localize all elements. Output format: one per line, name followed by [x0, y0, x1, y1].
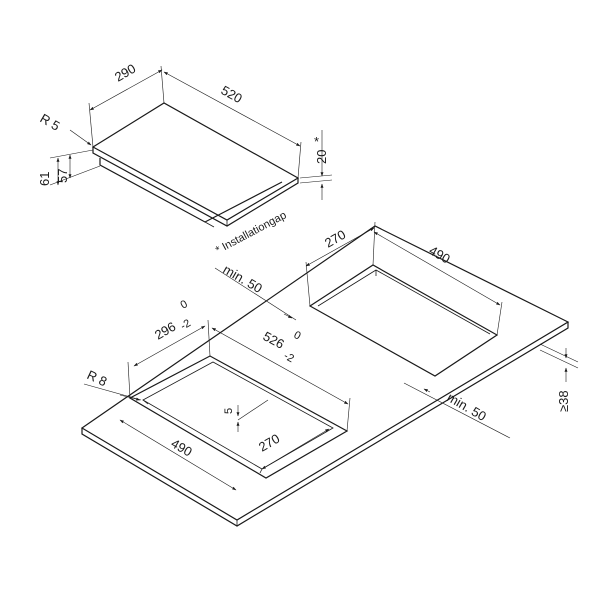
dim-hob-gap: 20 [314, 150, 329, 164]
hob-body [99, 158, 283, 223]
dim-flush-step: 5 [223, 408, 235, 414]
rear-cutout [308, 264, 499, 377]
dim-hob-width: 520 [219, 83, 245, 107]
dim-hob-height-total: 61 [37, 172, 52, 186]
dim-thickness: ≥38 [556, 390, 571, 412]
dim-flush-cut-depth: 270 [256, 431, 282, 455]
hob-glass-top [91, 102, 300, 221]
dim-flush-radius: R 8 [85, 367, 110, 389]
dim-hob-height-body: 57 [55, 169, 70, 183]
dim-flush-width-tol-upper: 0 [292, 329, 303, 342]
dim-flush-cut-width: 490 [169, 436, 195, 460]
countertop-top [80, 225, 570, 521]
dim-hob-radius: R 5 [38, 111, 63, 134]
dim-min-rear: min. 50 [221, 262, 265, 296]
countertop-drawing: 270 490 min. 50 min. 50 ≥38 296 0 -2 526… [80, 221, 579, 527]
dim-flush-depth-tol-upper: 0 [179, 298, 190, 311]
dim-hob-depth: 290 [112, 61, 138, 85]
installation-gap-note: * Installationgap [214, 209, 289, 256]
dim-hob-gap-star: * [314, 134, 319, 149]
dim-flush-depth: 296 [152, 319, 178, 343]
dim-flush-depth-tol-lower: -2 [179, 317, 193, 332]
dim-min-front: min. 50 [445, 390, 489, 424]
hob-glass-edge [92, 147, 299, 227]
flush-cutout-outer [128, 355, 349, 479]
dim-flush-width: 526 [261, 328, 287, 351]
dim-flush-width-tol-lower: -2 [282, 350, 296, 365]
hob-drawing: 290 520 R 5 61 57 20 * * Installationgap [37, 61, 333, 257]
